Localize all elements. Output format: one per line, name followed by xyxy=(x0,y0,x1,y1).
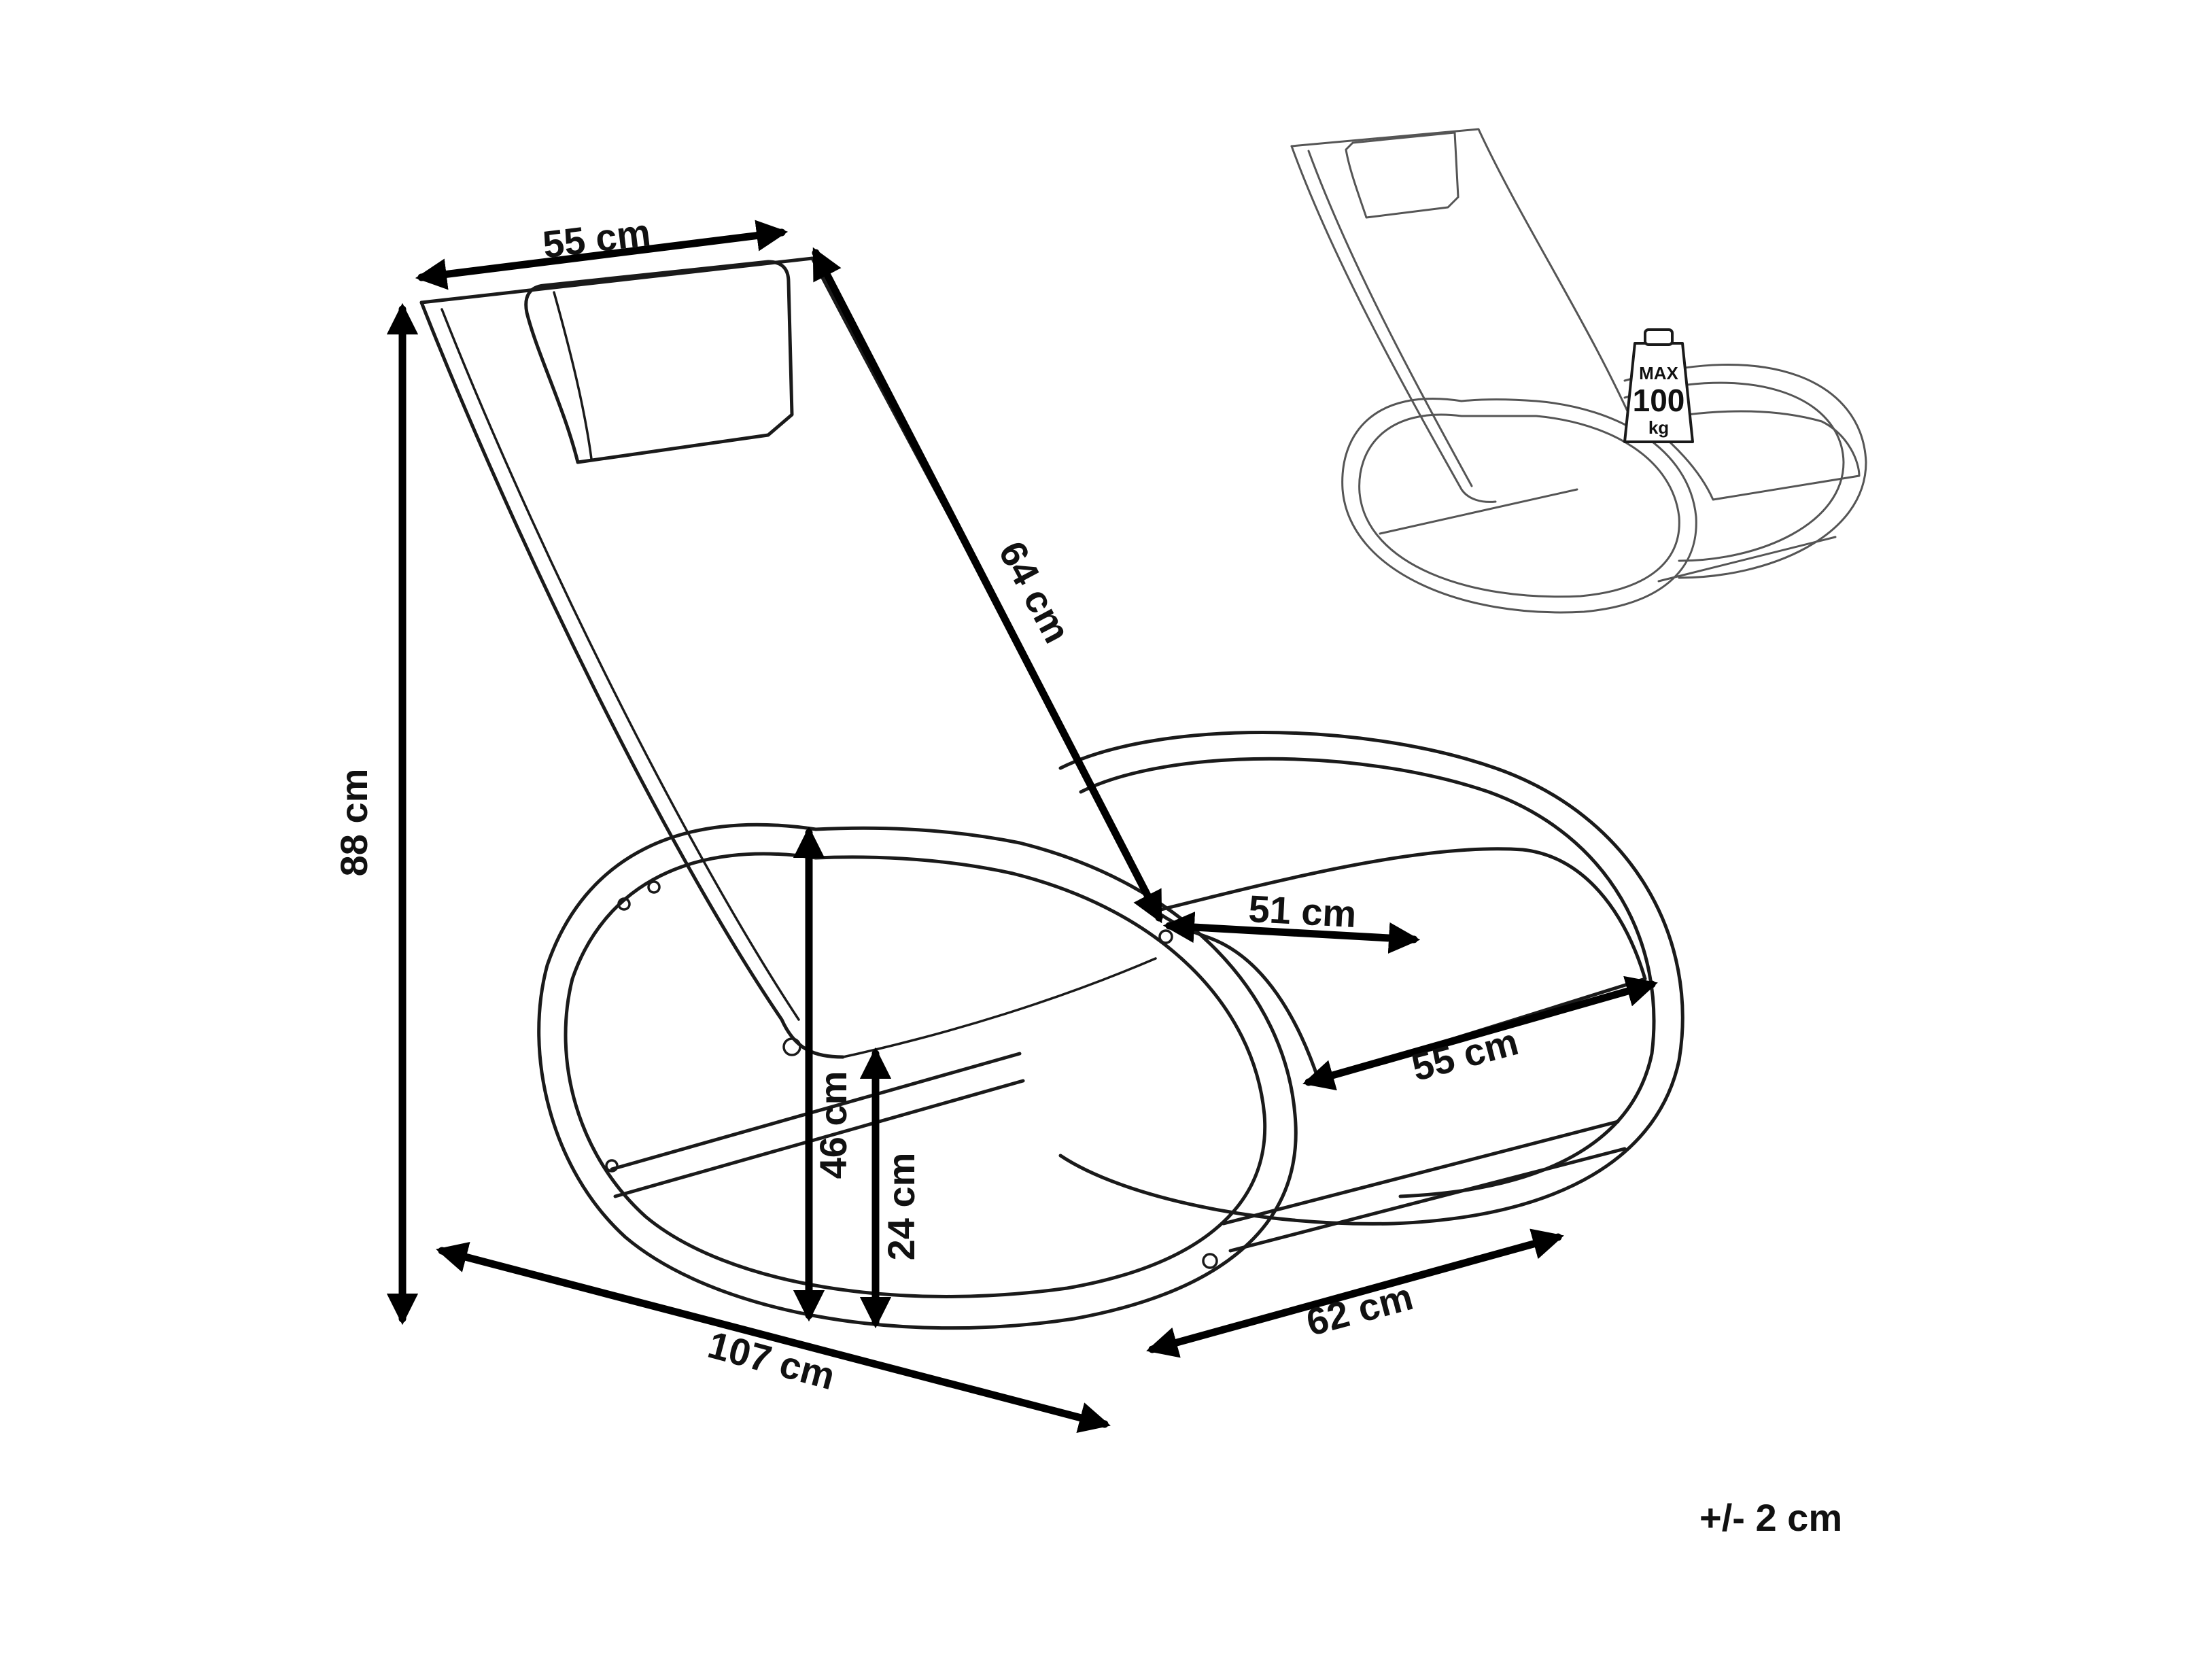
preview-chair: MAX 100 kg xyxy=(1290,128,1867,614)
seat-front-curve xyxy=(842,957,1157,1058)
badge-max: MAX xyxy=(1639,363,1678,383)
label-seat-depth: 51 cm xyxy=(1247,887,1358,935)
backrest-inner-edge xyxy=(440,308,800,1021)
rear-rocker-outer xyxy=(1058,731,1684,1226)
max-load-badge: MAX 100 kg xyxy=(1623,328,1694,443)
arrow-back-length xyxy=(812,247,1163,924)
arrow-seat-width xyxy=(1302,975,1658,1091)
label-width: 62 cm xyxy=(1302,1275,1417,1344)
badge-weight: 100 xyxy=(1633,383,1685,418)
label-clearance: 24 cm xyxy=(880,1153,922,1261)
crossbar-rear xyxy=(1222,1120,1627,1253)
label-top-width: 55 cm xyxy=(540,211,653,266)
tolerance-note: +/- 2 cm xyxy=(1699,1496,1843,1539)
arrow-width xyxy=(1146,1228,1564,1358)
headrest-pillow xyxy=(524,260,794,464)
badge-unit: kg xyxy=(1648,417,1669,438)
label-back-length: 64 cm xyxy=(990,534,1079,650)
label-seat-width: 55 cm xyxy=(1407,1020,1523,1089)
rear-rocker-inner xyxy=(1079,757,1656,1198)
arrow-length xyxy=(436,1242,1111,1433)
arrow-top-width xyxy=(415,220,789,290)
label-seat-height: 46 cm xyxy=(812,1071,854,1179)
arrow-seat-depth xyxy=(1162,911,1421,954)
dimension-arrows xyxy=(386,220,1658,1433)
label-height: 88 cm xyxy=(332,769,375,877)
main-chair xyxy=(419,256,1684,1330)
headrest-crease xyxy=(553,291,593,460)
